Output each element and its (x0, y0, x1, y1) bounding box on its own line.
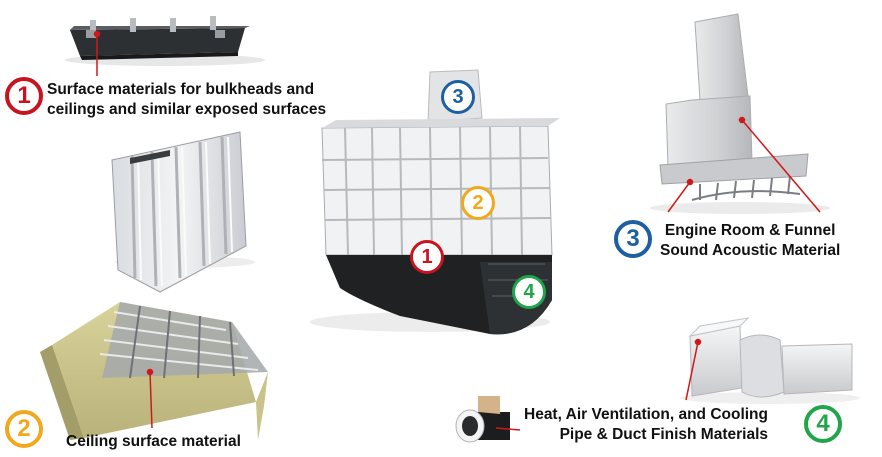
badge-four-hvac: 4 (804, 405, 842, 443)
badge-three-engine: 3 (614, 220, 652, 258)
label-engine-line-2: Sound Acoustic Material (660, 242, 841, 259)
ceiling-panel-illustration (65, 16, 265, 66)
label-hvac-line-1: Heat, Air Ventilation, and Cooling (524, 406, 768, 423)
badge-one-on-ship: 1 (410, 240, 444, 274)
label-hvac-line-2: Pipe & Duct Finish Materials (559, 426, 768, 443)
bulkhead-panel-illustration (111, 131, 255, 293)
leader-lines (93, 30, 821, 431)
badge-three-on-ship: 3 (441, 80, 475, 114)
badge-four-on-ship: 4 (512, 275, 546, 309)
label-engine-line-1: Engine Room & Funnel (664, 222, 836, 239)
label-bulkhead-surfaces: Surface materials for bulkheads and ceil… (47, 80, 326, 120)
badge-two-on-ship: 2 (461, 186, 495, 220)
badge-one-bulkheads: 1 (5, 77, 43, 115)
label-ceiling-line: Ceiling surface material (66, 433, 241, 450)
label-bulkhead-line-1: Surface materials for bulkheads and (47, 81, 315, 98)
label-engine-room: Engine Room & Funnel Sound Acoustic Mate… (660, 221, 840, 261)
label-bulkhead-line-2: ceilings and similar exposed surfaces (47, 101, 327, 118)
badge-two-ceiling: 2 (5, 410, 43, 448)
duct-illustration (680, 317, 860, 404)
engine-funnel-illustration (650, 13, 830, 214)
insulated-pipe-illustration (455, 396, 510, 443)
label-hvac: Heat, Air Ventilation, and Cooling Pipe … (524, 405, 768, 445)
ceiling-frame-illustration (40, 302, 268, 440)
label-ceiling-surface: Ceiling surface material (66, 432, 241, 452)
